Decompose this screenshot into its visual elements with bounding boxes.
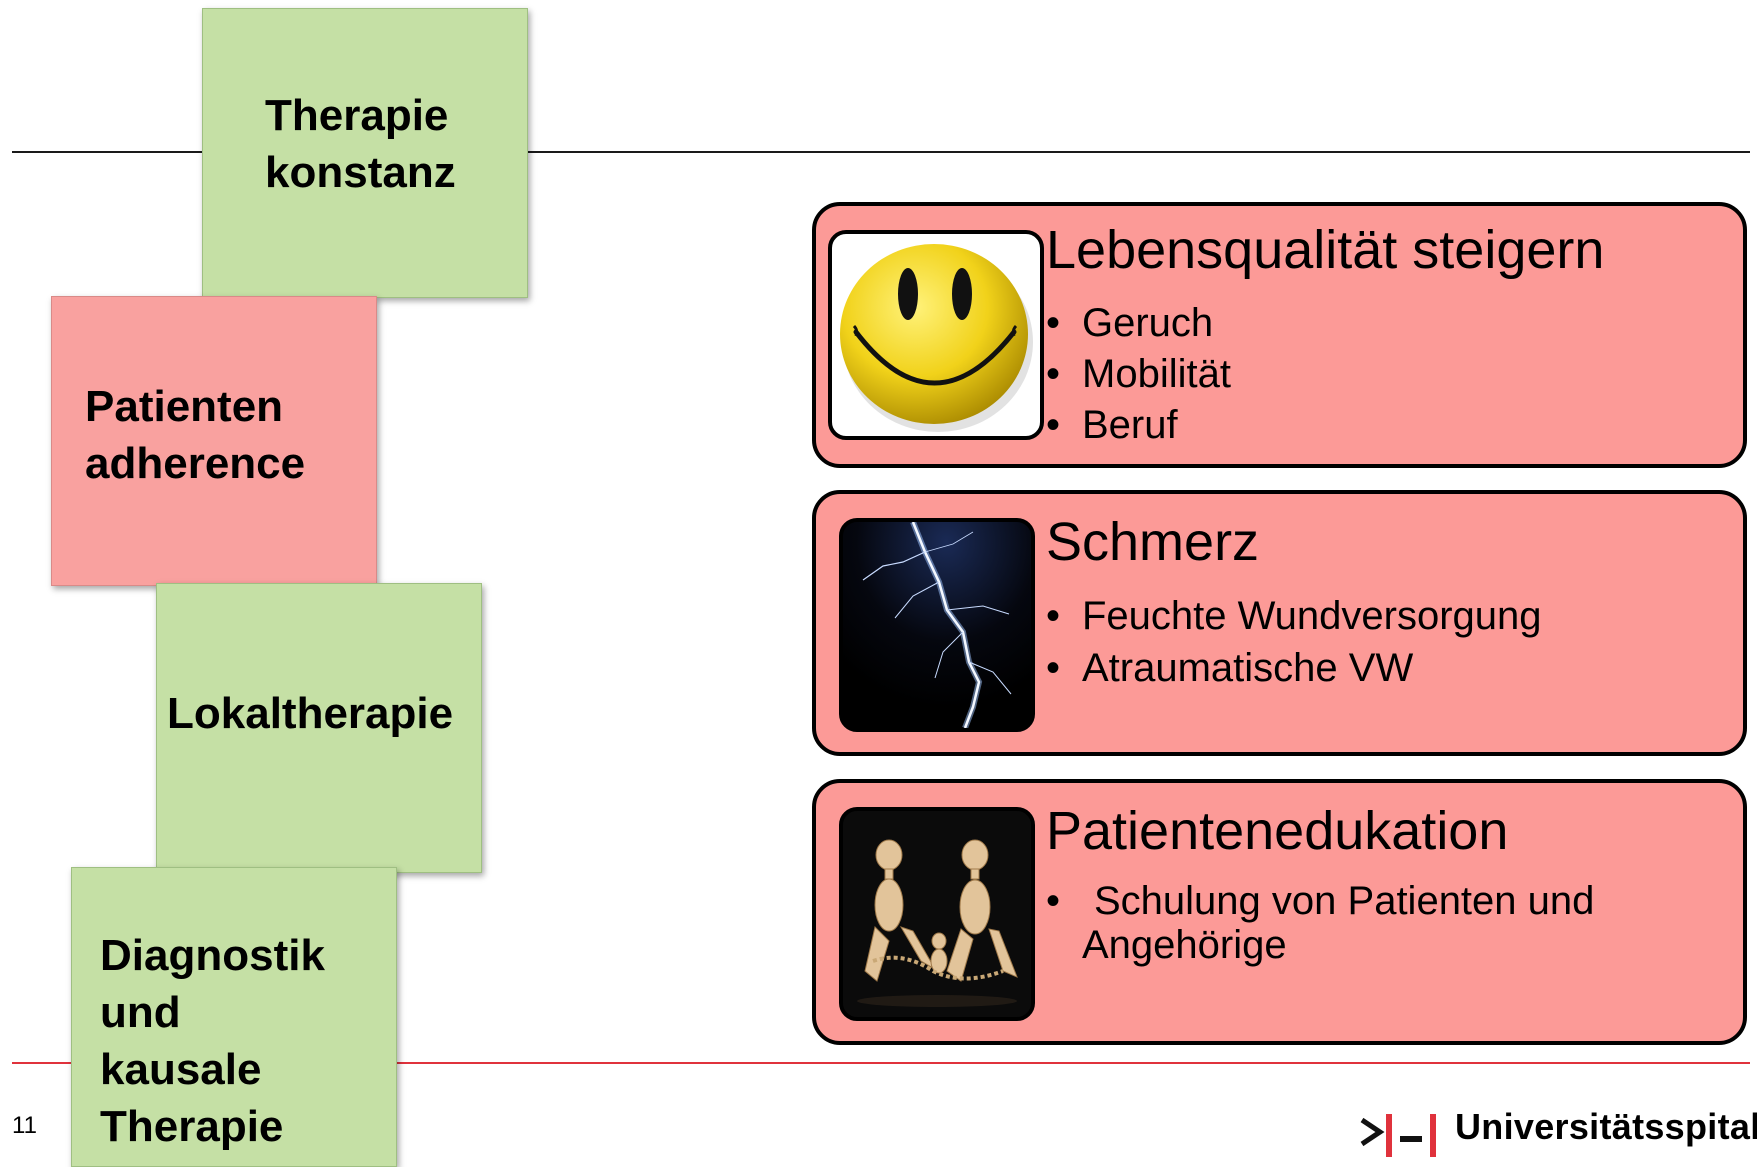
block-label-line: Therapie — [100, 1102, 284, 1151]
list-item-text: Atraumatische VW — [1082, 646, 1414, 690]
block-label-line: Patienten — [85, 382, 284, 431]
hospital-logo-icon — [1360, 1114, 1436, 1157]
list-item-text: Schulung von Patienten und — [1094, 879, 1595, 923]
list-item: • Beruf — [1046, 400, 1231, 451]
block-therapie-konstanz: Therapie konstanz — [202, 8, 528, 298]
wooden-figures-icon — [839, 807, 1035, 1021]
list-item: • Mobilität — [1046, 349, 1231, 400]
list-item: • Atraumatische VW — [1046, 642, 1542, 694]
block-label: Patienten adherence — [85, 378, 305, 492]
card-schmerz: Schmerz • Feuchte Wundversorgung • Atrauma… — [812, 490, 1747, 756]
block-label: Diagnostik und kausale Therapie — [100, 927, 325, 1155]
card-patientenedukation: Patientenedukation • Schulung von Patient… — [812, 779, 1747, 1045]
list-item-text: Mobilität — [1082, 352, 1231, 396]
list-item-continuation: Angehörige — [1046, 923, 1594, 967]
bullet-icon: • — [1046, 352, 1061, 396]
bullet-list: • Schulung von Patienten und Angehörige — [1046, 879, 1594, 967]
bullet-icon: • — [1046, 646, 1061, 690]
page-number: 11 — [12, 1112, 37, 1139]
list-item-text: Feuchte Wundversorgung — [1082, 594, 1542, 638]
bullet-icon: • — [1046, 879, 1061, 923]
bullet-icon: • — [1046, 301, 1061, 345]
lightning-bolt-icon — [839, 518, 1035, 732]
bullet-list: • Geruch • Mobilität • Beruf — [1046, 298, 1231, 451]
block-label: Lokaltherapie — [167, 685, 453, 742]
list-item: • Feuchte Wundversorgung — [1046, 590, 1542, 642]
list-item-text: Geruch — [1082, 301, 1214, 345]
block-label-line: konstanz — [265, 148, 456, 197]
bullet-icon: • — [1046, 403, 1061, 447]
smiley-face-icon — [828, 230, 1044, 440]
list-item: • Geruch — [1046, 298, 1231, 349]
block-diagnostik: Diagnostik und kausale Therapie — [71, 867, 397, 1167]
bullet-icon: • — [1046, 594, 1061, 638]
universitaetsspital-logo: Universitätsspital — [1358, 1108, 1757, 1157]
block-patienten-adherence: Patienten adherence — [51, 296, 377, 586]
block-label-line: Diagnostik — [100, 931, 325, 980]
block-label-line: Therapie — [265, 91, 449, 140]
list-item-text: Beruf — [1082, 403, 1178, 447]
block-label-line: und — [100, 988, 181, 1037]
top-divider-line — [12, 151, 1750, 153]
card-lebensqualitaet: Lebensqualität steigern • Geruch • Mobilit… — [812, 202, 1747, 468]
block-lokaltherapie: Lokaltherapie — [156, 583, 482, 873]
card-title: Schmerz — [1046, 512, 1260, 572]
card-title: Patientenedukation — [1046, 801, 1509, 861]
bullet-list: • Feuchte Wundversorgung • Atraumatische V… — [1046, 590, 1542, 694]
footer-divider-line — [12, 1062, 1750, 1064]
block-label-line: adherence — [85, 439, 306, 488]
list-item-text: Angehörige — [1082, 923, 1287, 967]
block-label: Therapie konstanz — [265, 87, 456, 201]
card-title: Lebensqualität steigern — [1046, 220, 1605, 280]
logo-text: Universitätsspital — [1455, 1108, 1757, 1147]
block-label-line: Lokaltherapie — [167, 689, 454, 738]
list-item: • Schulung von Patienten und — [1046, 879, 1594, 923]
block-label-line: kausale — [100, 1045, 262, 1094]
